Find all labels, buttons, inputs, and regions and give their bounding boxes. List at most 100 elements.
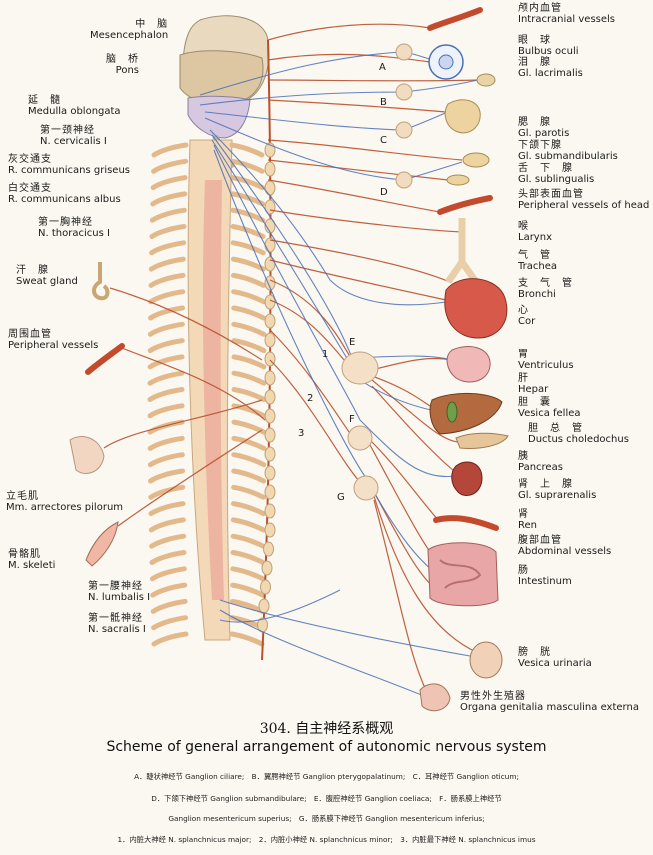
spinal-nerve-root bbox=[150, 582, 188, 598]
spinal-nerve-root bbox=[147, 419, 185, 435]
spinal-nerve-root bbox=[231, 419, 267, 435]
chain-ganglion bbox=[264, 313, 276, 329]
ganglion-label-e: E bbox=[349, 337, 356, 348]
trachea-icon bbox=[445, 218, 479, 285]
label-latin: Sweat gland bbox=[16, 275, 78, 287]
label-latin: R. communicans albus bbox=[8, 193, 121, 205]
spinal-nerve-root bbox=[231, 403, 267, 419]
spinal-nerve-root bbox=[151, 158, 189, 174]
spinal-nerve-root bbox=[231, 370, 267, 386]
parasympathetic-fiber bbox=[219, 609, 425, 697]
sympathetic-fiber bbox=[269, 209, 463, 233]
label-latin: Trachea bbox=[518, 260, 557, 272]
parasympathetic-fiber bbox=[204, 111, 449, 131]
ganglion-label-g: G bbox=[337, 492, 345, 503]
sympathetic-fiber bbox=[267, 159, 449, 181]
label-zh: 腮 腺 bbox=[518, 117, 551, 128]
sympathetic-fiber bbox=[269, 279, 353, 361]
spinal-nerve-root bbox=[231, 289, 267, 305]
label-latin: Cor bbox=[518, 315, 536, 327]
ganglion-label-d: D bbox=[380, 187, 388, 198]
spinal-nerve-root bbox=[147, 387, 185, 402]
nerve-fibers bbox=[103, 23, 479, 697]
parasympathetic-fiber bbox=[204, 117, 463, 181]
heart-icon bbox=[444, 278, 508, 339]
spinal-nerve-root bbox=[147, 370, 185, 386]
label-zh: 男性外生殖器 bbox=[460, 691, 526, 702]
spinal-nerve-root bbox=[231, 468, 267, 484]
label-latin: Hepar bbox=[518, 383, 549, 395]
chain-ganglion bbox=[260, 579, 271, 595]
label-latin: Vesica fellea bbox=[518, 407, 581, 419]
ganglion-label-f: F bbox=[349, 414, 355, 425]
label-zh: 胰 bbox=[518, 451, 529, 462]
label-zh: 气 管 bbox=[518, 250, 551, 261]
spinal-nerve-root bbox=[148, 484, 186, 500]
label-latin: Pancreas bbox=[518, 461, 563, 473]
peripheral-vessel-icon bbox=[85, 343, 125, 375]
spinal-nerve-root bbox=[230, 566, 266, 582]
liver-icon bbox=[429, 392, 503, 435]
chain-ganglion bbox=[264, 142, 276, 158]
chain-ganglion bbox=[264, 522, 276, 538]
spinal-nerve-root bbox=[147, 321, 185, 337]
label-latin: Peripheral vessels of head bbox=[518, 199, 650, 211]
spinal-nerve-root bbox=[149, 533, 187, 549]
label-zh: 汗 腺 bbox=[16, 265, 49, 276]
splanchnic-label-1: 1 bbox=[322, 349, 329, 360]
sweat-gland-icon bbox=[92, 262, 110, 301]
ganglion-label-c: C bbox=[380, 135, 387, 146]
spinal-nerve-root bbox=[151, 631, 189, 647]
chain-ganglion bbox=[264, 256, 276, 272]
figure-title: Scheme of general arrangement of autonom… bbox=[106, 739, 547, 755]
vertebral-column bbox=[147, 139, 267, 647]
label-latin: N. thoracicus Ⅰ bbox=[38, 227, 110, 239]
label-zh: 骨骼肌 bbox=[8, 549, 41, 560]
label-latin: M. skeleti bbox=[8, 559, 56, 571]
label-latin: N. cervicalis Ⅰ bbox=[40, 135, 107, 147]
spinal-nerve-root bbox=[151, 142, 189, 158]
parasympathetic-fiber bbox=[211, 139, 441, 413]
parasympathetic-fiber bbox=[209, 129, 447, 306]
arrector-icon bbox=[69, 436, 105, 474]
legend-line: 1．内脏大神经 N. splanchnicus major; 2．内脏小神经 N… bbox=[117, 835, 536, 844]
parasympathetic-fiber bbox=[199, 79, 479, 106]
label-latin: Organa genitalia masculina externa bbox=[460, 701, 639, 713]
chain-ganglion bbox=[264, 408, 276, 424]
sympathetic-trunk bbox=[257, 39, 276, 661]
label-zh: 延 髓 bbox=[28, 95, 61, 106]
label-latin: N. lumbalis Ⅰ bbox=[88, 591, 151, 603]
label-latin: Gl. parotis bbox=[518, 127, 570, 139]
spinal-nerve-root bbox=[231, 305, 267, 321]
sympathetic-fiber bbox=[267, 179, 441, 213]
label-latin: Intestinum bbox=[518, 575, 572, 587]
label-zh: 肝 bbox=[518, 373, 529, 384]
label-zh: 肠 bbox=[518, 565, 529, 576]
label-zh: 灰交通支 bbox=[8, 154, 52, 165]
sympathetic-fiber bbox=[267, 23, 431, 41]
chain-ganglion bbox=[264, 465, 276, 481]
label-latin: N. sacralis Ⅰ bbox=[88, 623, 146, 635]
sublingual-gland-icon bbox=[446, 174, 470, 186]
sympathetic-fiber bbox=[121, 347, 266, 421]
spinal-nerve-root bbox=[230, 501, 266, 517]
label-zh: 膀 胱 bbox=[518, 647, 551, 658]
spinal-nerve-root bbox=[150, 175, 188, 191]
label-latin: Gl. lacrimalis bbox=[518, 67, 583, 79]
spinal-nerve-root bbox=[149, 566, 187, 582]
label-zh: 脑 桥 bbox=[106, 54, 139, 65]
